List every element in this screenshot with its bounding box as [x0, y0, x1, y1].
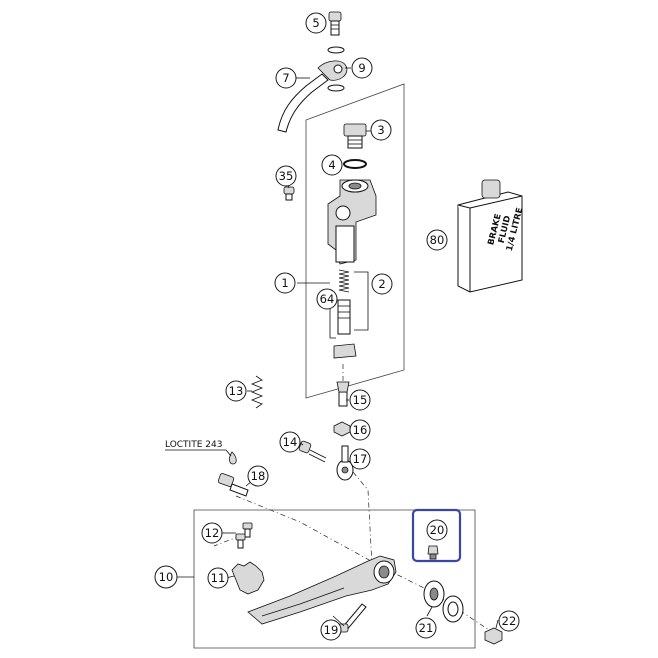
- callout-12[interactable]: 12: [201, 522, 223, 544]
- svg-text:10: 10: [159, 570, 174, 584]
- svg-text:18: 18: [251, 469, 266, 483]
- washer-lower-part: [327, 84, 345, 92]
- piston-part: [337, 299, 351, 335]
- callout-10[interactable]: 10: [154, 565, 178, 589]
- bearing-part: [423, 580, 445, 608]
- svg-text:2: 2: [378, 277, 385, 291]
- loctite-drop-icon: [229, 451, 237, 465]
- nut-part: [333, 421, 351, 437]
- svg-text:64: 64: [320, 292, 335, 306]
- callout-3[interactable]: 3: [370, 119, 392, 141]
- svg-text:13: 13: [229, 384, 244, 398]
- callout-13[interactable]: 13: [225, 380, 247, 402]
- sleeve-part: [442, 595, 464, 623]
- axis-line-clevis: [352, 471, 373, 567]
- o-ring-part: [343, 159, 367, 169]
- svg-text:15: 15: [353, 393, 368, 407]
- callout-2[interactable]: 2: [371, 273, 393, 295]
- brake-pedal-part: [247, 555, 397, 625]
- pedal-bolt-part: [217, 473, 249, 497]
- step-plate-part: [231, 561, 265, 595]
- bleed-screw-part: [283, 186, 295, 201]
- svg-text:16: 16: [353, 423, 368, 437]
- loctite-label: LOCTITE 243: [165, 440, 222, 450]
- callout-64[interactable]: 64: [316, 288, 338, 310]
- svg-text:7: 7: [282, 71, 289, 85]
- svg-text:3: 3: [377, 123, 384, 137]
- callout-18[interactable]: 18: [247, 465, 269, 487]
- screw-lower-part: [235, 533, 246, 549]
- callout-22[interactable]: 22: [498, 610, 520, 632]
- grease-nipple-part: [427, 545, 439, 560]
- reservoir-connector-part: [343, 123, 367, 149]
- svg-text:5: 5: [312, 16, 319, 30]
- banjo-bolt-part: [328, 11, 342, 36]
- svg-text:17: 17: [353, 452, 368, 466]
- callout-16[interactable]: 16: [349, 419, 371, 441]
- callout-35[interactable]: 35: [275, 165, 297, 187]
- callout-5[interactable]: 5: [305, 12, 327, 34]
- brake-hose-part: [277, 60, 348, 133]
- callout-14[interactable]: 14: [279, 431, 301, 453]
- pushrod-part: [336, 381, 350, 407]
- return-spring-part: [250, 375, 264, 409]
- svg-text:35: 35: [279, 169, 294, 183]
- pedal-assembly-frame: [193, 509, 476, 649]
- loctite-leader: [165, 449, 232, 457]
- svg-text:1: 1: [281, 276, 288, 290]
- callout-19[interactable]: 19: [320, 619, 342, 641]
- svg-text:9: 9: [358, 61, 365, 75]
- callout-20[interactable]: 20: [426, 519, 448, 541]
- svg-text:11: 11: [211, 571, 226, 585]
- master-cylinder-body-part: [327, 179, 377, 265]
- callout-4[interactable]: 4: [321, 154, 343, 176]
- svg-text:22: 22: [502, 614, 517, 628]
- pivot-bolt-part: [298, 440, 327, 463]
- callout-15[interactable]: 15: [349, 389, 371, 411]
- stop-bolt-part: [337, 603, 367, 633]
- svg-text:21: 21: [419, 621, 434, 635]
- lock-nut-part: [484, 627, 503, 645]
- svg-text:20: 20: [430, 523, 445, 537]
- spring-part: [338, 269, 350, 293]
- svg-text:19: 19: [324, 623, 339, 637]
- callout-21[interactable]: 21: [415, 617, 437, 639]
- svg-text:80: 80: [430, 233, 445, 247]
- spring-bracket: [354, 271, 369, 331]
- callout-9[interactable]: 9: [351, 57, 373, 79]
- dust-boot-part: [333, 343, 357, 359]
- washer-upper-part: [327, 46, 345, 54]
- clevis-part: [336, 445, 354, 481]
- callout-17[interactable]: 17: [349, 448, 371, 470]
- callout-1[interactable]: 1: [274, 272, 296, 294]
- svg-text:4: 4: [328, 158, 335, 172]
- highlight-box-20: [411, 508, 462, 563]
- callout-7[interactable]: 7: [275, 67, 297, 89]
- screw-upper-part: [242, 522, 253, 538]
- svg-text:12: 12: [205, 526, 220, 540]
- callout-80[interactable]: 80: [426, 229, 448, 251]
- callout-11[interactable]: 11: [207, 567, 229, 589]
- brake-fluid-bottle: [457, 179, 523, 293]
- master-cylinder-frame: [305, 83, 405, 399]
- svg-text:14: 14: [283, 435, 298, 449]
